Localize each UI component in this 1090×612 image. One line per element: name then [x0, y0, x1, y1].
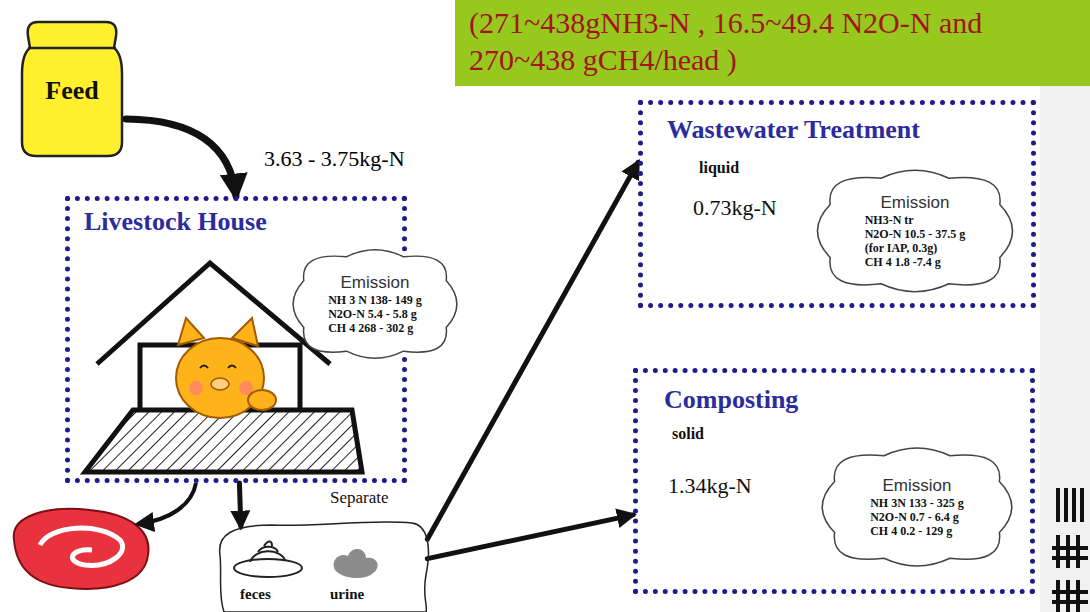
title-text: (271~438gNH3-N , 16.5~49.4 N2O-N and 270… — [469, 4, 1076, 78]
stage-box: Wastewater Treatment liquid 0.73kg-N Emissi… — [638, 100, 1036, 308]
box-text: 1.34kg-N — [668, 473, 752, 499]
cloud-content: EmissionNH 3 N 138- 149 gN2O-N 5.4 - 5.8… — [328, 273, 422, 335]
title-band: (271~438gNH3-N , 16.5~49.4 N2O-N and 270… — [455, 0, 1090, 86]
separation-blob-path — [220, 522, 429, 612]
emission-cloud-path — [822, 448, 1012, 566]
backdrop — [1040, 0, 1090, 612]
emission-cloud: EmissionNH 3 N 138- 149 gN2O-N 5.4 - 5.8… — [286, 245, 464, 363]
cloud-heading: Emission — [341, 273, 410, 293]
emission-value: CH 4 0.2 - 129 g — [870, 524, 952, 538]
box-heading: Composting — [664, 385, 798, 415]
leader-arrow — [138, 483, 196, 524]
separation-blob: Separatefecesurine — [212, 515, 434, 612]
cloud-content: EmissionNH 3N 133 - 325 gN2O-N 0.7 - 6.4… — [870, 476, 964, 538]
flow-arrow — [239, 483, 240, 527]
box-text: liquid — [699, 159, 739, 177]
emission-value: N2O-N 0.7 - 6.4 g — [870, 510, 959, 524]
emission-value: N2O-N 5.4 - 5.8 g — [328, 307, 417, 321]
feed-bag-path — [22, 22, 122, 156]
stage-box: Livestock HouseEmissionNH 3 N 138- 149 g… — [65, 196, 407, 483]
cloud-heading: Emission — [881, 193, 950, 213]
cloud-lines: NH3-N trN2O-N 10.5 - 37.5 g(for IAP, 0.3… — [865, 213, 966, 269]
cloud-content: EmissionNH3-N trN2O-N 10.5 - 37.5 g(for … — [865, 193, 966, 269]
box-text: solid — [672, 425, 704, 443]
box-text: urine — [330, 586, 364, 603]
flow-amount: 3.63 - 3.75kg-N — [262, 146, 407, 172]
emission-cloud: EmissionNH 3N 133 - 325 gN2O-N 0.7 - 6.4… — [814, 443, 1020, 571]
box-text: 0.73kg-N — [693, 195, 777, 221]
feces-drawing — [234, 542, 302, 578]
emission-value: N2O-N 10.5 - 37.5 g — [865, 227, 966, 241]
emission-value: CH 4 268 - 302 g — [328, 321, 413, 335]
box-heading: Wastewater Treatment — [667, 115, 920, 145]
pig-drawing — [176, 318, 276, 418]
emission-cloud-path — [293, 250, 457, 359]
box-text: feces — [240, 586, 271, 603]
emission-cloud-path — [817, 170, 1012, 291]
box-heading: Livestock House — [84, 207, 267, 237]
emission-value: NH 3 N 138- 149 g — [328, 293, 422, 307]
feed-bag: Feed — [18, 14, 126, 160]
emission-cloud: EmissionNH3-N trN2O-N 10.5 - 37.5 g(for … — [809, 165, 1021, 297]
emission-value: CH 4 1.8 -7.4 g — [865, 255, 941, 269]
cloud-heading: Emission — [883, 476, 952, 496]
emission-value: NH3-N tr — [865, 213, 914, 227]
box-heading: Separate — [330, 488, 389, 508]
flow-arrow — [427, 162, 638, 539]
stage-box: Composting solid 1.34kg-N EmissionNH 3N 133… — [633, 368, 1035, 594]
urine-drawing — [334, 549, 378, 578]
cloud-lines: NH 3N 133 - 325 gN2O-N 0.7 - 6.4 gCH 4 0… — [870, 496, 964, 538]
node-label: Feed — [45, 76, 98, 106]
flow-arrow — [126, 119, 236, 196]
flow-arrow — [427, 515, 633, 559]
emission-value: (for IAP, 0.3g) — [865, 241, 938, 255]
cloud-lines: NH 3 N 138- 149 gN2O-N 5.4 - 5.8 gCH 4 2… — [328, 293, 422, 335]
meat-drawing — [14, 509, 149, 589]
hash-marks — [1052, 488, 1088, 612]
emission-value: NH 3N 133 - 325 g — [870, 496, 964, 510]
